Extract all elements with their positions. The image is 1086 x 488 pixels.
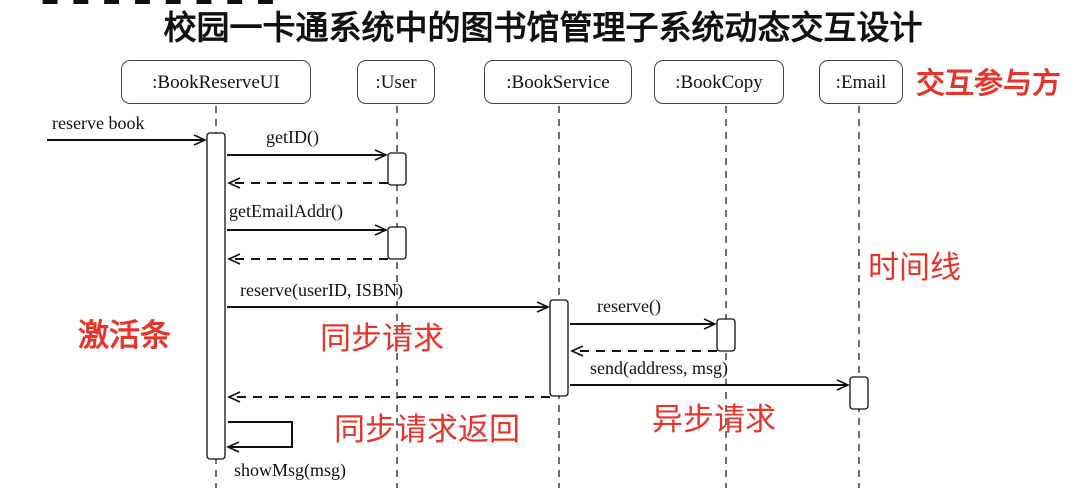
participant-email: :Email <box>819 60 903 104</box>
annotation-sync-request: 同步请求 <box>320 321 444 357</box>
label-reserve-user-isbn: reserve(userID, ISBN) <box>240 280 403 300</box>
participant-user: :User <box>357 60 435 104</box>
label-get-email-addr: getEmailAddr() <box>229 201 343 221</box>
activation-bar-user-2 <box>387 226 407 260</box>
activation-bar-email <box>849 376 869 410</box>
annotation-timeline: 时间线 <box>868 250 961 286</box>
label-send-address-msg: send(address, msg) <box>590 358 728 378</box>
activation-bar-bookcopy <box>716 318 736 352</box>
participant-bookreserveui: :BookReserveUI <box>121 60 311 104</box>
activation-bar-bookservice <box>549 299 569 397</box>
arrow-show-msg-self <box>226 421 293 453</box>
label-get-id: getID() <box>266 127 319 147</box>
annotation-participants: 交互参与方 <box>916 66 1062 100</box>
participant-bookservice: :BookService <box>484 60 632 104</box>
diagram-title: 校园一卡通系统中的图书馆管理子系统动态交互设计 <box>163 8 923 47</box>
annotation-async-request: 异步请求 <box>652 402 776 438</box>
annotation-activation-bar: 激活条 <box>78 318 171 354</box>
label-show-msg: showMsg(msg) <box>234 460 347 480</box>
label-reserve-book: reserve book <box>52 113 145 133</box>
activation-bar-user-1 <box>387 152 407 186</box>
cropped-top-text: ▪ ▪ ▪ ▪ ▪ ▪ ▪ ▪ <box>0 0 1086 4</box>
label-reserve-copy: reserve() <box>597 296 661 316</box>
annotation-sync-return: 同步请求返回 <box>334 412 520 448</box>
participant-bookcopy: :BookCopy <box>654 60 784 104</box>
activation-bar-ui <box>206 132 226 460</box>
